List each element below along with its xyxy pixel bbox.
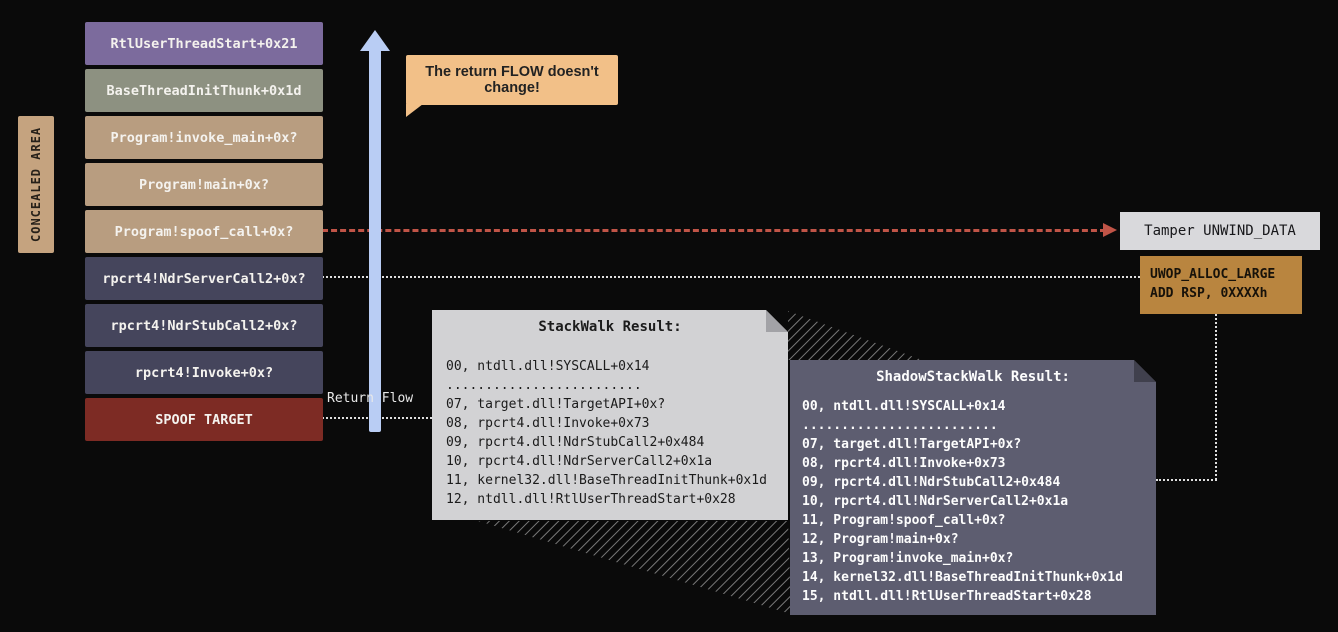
shadow-stackwalk-line: 07, target.dll!TargetAPI+0x? [802, 437, 1022, 452]
shadow-stackwalk-line: 14, kernel32.dll!BaseThreadInitThunk+0x1… [802, 570, 1123, 585]
shadow-stackwalk-line: 13, Program!invoke_main+0x? [802, 551, 1014, 566]
frame-invoke-main: Program!invoke_main+0x? [85, 116, 323, 159]
frame-spoof-call: Program!spoof_call+0x? [85, 210, 323, 253]
frame-main: Program!main+0x? [85, 163, 323, 206]
dotted-connector-ndrservercall-to-uwop [322, 276, 1140, 278]
tamper-dashed-line [322, 229, 1106, 232]
stackwalk-line: 00, ntdll.dll!SYSCALL+0x14 [446, 359, 650, 374]
hatch-upper-wedge [788, 311, 922, 360]
stackwalk-line: 12, ntdll.dll!RtlUserThreadStart+0x28 [446, 492, 736, 507]
stackwalk-title: StackWalk Result: [538, 319, 682, 335]
return-flow-label: Return Flow [327, 391, 414, 406]
dotted-connector-to-shadowstackwalk [1156, 479, 1217, 481]
return-flow-callout: The return FLOW doesn't change! [406, 55, 618, 105]
hatch-lower-wedge [478, 521, 791, 614]
return-flow-arrow-shaft [369, 49, 381, 432]
uwop-line2: ADD RSP, 0XXXXh [1150, 286, 1268, 301]
frame-ndr-server-call2: rpcrt4!NdrServerCall2+0x? [85, 257, 323, 300]
callout-tail-icon [406, 104, 423, 117]
frame-spoof-target: SPOOF TARGET [85, 398, 323, 441]
stackwalk-line: 10, rpcrt4.dll!NdrServerCall2+0x1a [446, 454, 713, 469]
frame-rtl-user-thread-start: RtlUserThreadStart+0x21 [85, 22, 323, 65]
frame-base-thread-init-thunk: BaseThreadInitThunk+0x1d [85, 69, 323, 112]
uwop-alloc-large-box: UWOP_ALLOC_LARGE ADD RSP, 0XXXXh [1140, 256, 1302, 314]
shadow-stackwalk-title: ShadowStackWalk Result: [876, 369, 1070, 385]
stackwalk-line: 11, kernel32.dll!BaseThreadInitThunk+0x1… [446, 473, 767, 488]
shadow-stackwalk-line: 11, Program!spoof_call+0x? [802, 513, 1006, 528]
shadow-stackwalk-result-note: ShadowStackWalk Result: 00, ntdll.dll!SY… [790, 360, 1156, 615]
concealed-area-label: CONCEALED AREA [18, 116, 54, 253]
uwop-line1: UWOP_ALLOC_LARGE [1150, 267, 1276, 282]
frame-ndr-stub-call2: rpcrt4!NdrStubCall2+0x? [85, 304, 323, 347]
stackwalk-line: ......................... [446, 378, 642, 393]
shadow-stackwalk-line: 08, rpcrt4.dll!Invoke+0x73 [802, 456, 1006, 471]
shadow-stackwalk-line: ......................... [802, 418, 998, 433]
shadow-stackwalk-lines: 00, ntdll.dll!SYSCALL+0x14 .............… [790, 397, 1156, 606]
stackwalk-line: 08, rpcrt4.dll!Invoke+0x73 [446, 416, 650, 431]
shadow-stackwalk-line: 15, ntdll.dll!RtlUserThreadStart+0x28 [802, 589, 1092, 604]
tamper-arrow-head-icon [1103, 223, 1117, 237]
frame-invoke: rpcrt4!Invoke+0x? [85, 351, 323, 394]
stackwalk-line: 09, rpcrt4.dll!NdrStubCall2+0x484 [446, 435, 705, 450]
stackwalk-result-note: StackWalk Result: 00, ntdll.dll!SYSCALL+… [432, 310, 788, 520]
call-stack: RtlUserThreadStart+0x21 BaseThreadInitTh… [85, 22, 323, 445]
shadow-stackwalk-line: 09, rpcrt4.dll!NdrStubCall2+0x484 [802, 475, 1061, 490]
shadow-stackwalk-line: 10, rpcrt4.dll!NdrServerCall2+0x1a [802, 494, 1069, 509]
dotted-connector-uwop-down [1215, 314, 1217, 480]
shadow-stackwalk-line: 00, ntdll.dll!SYSCALL+0x14 [802, 399, 1006, 414]
tamper-unwind-data-box: Tamper UNWIND_DATA [1120, 212, 1320, 250]
return-flow-arrow-head-icon [360, 30, 390, 51]
stackwalk-line: 07, target.dll!TargetAPI+0x? [446, 397, 666, 412]
shadow-stackwalk-line: 12, Program!main+0x? [802, 532, 959, 547]
stackwalk-lines: 00, ntdll.dll!SYSCALL+0x14 .............… [432, 357, 788, 509]
